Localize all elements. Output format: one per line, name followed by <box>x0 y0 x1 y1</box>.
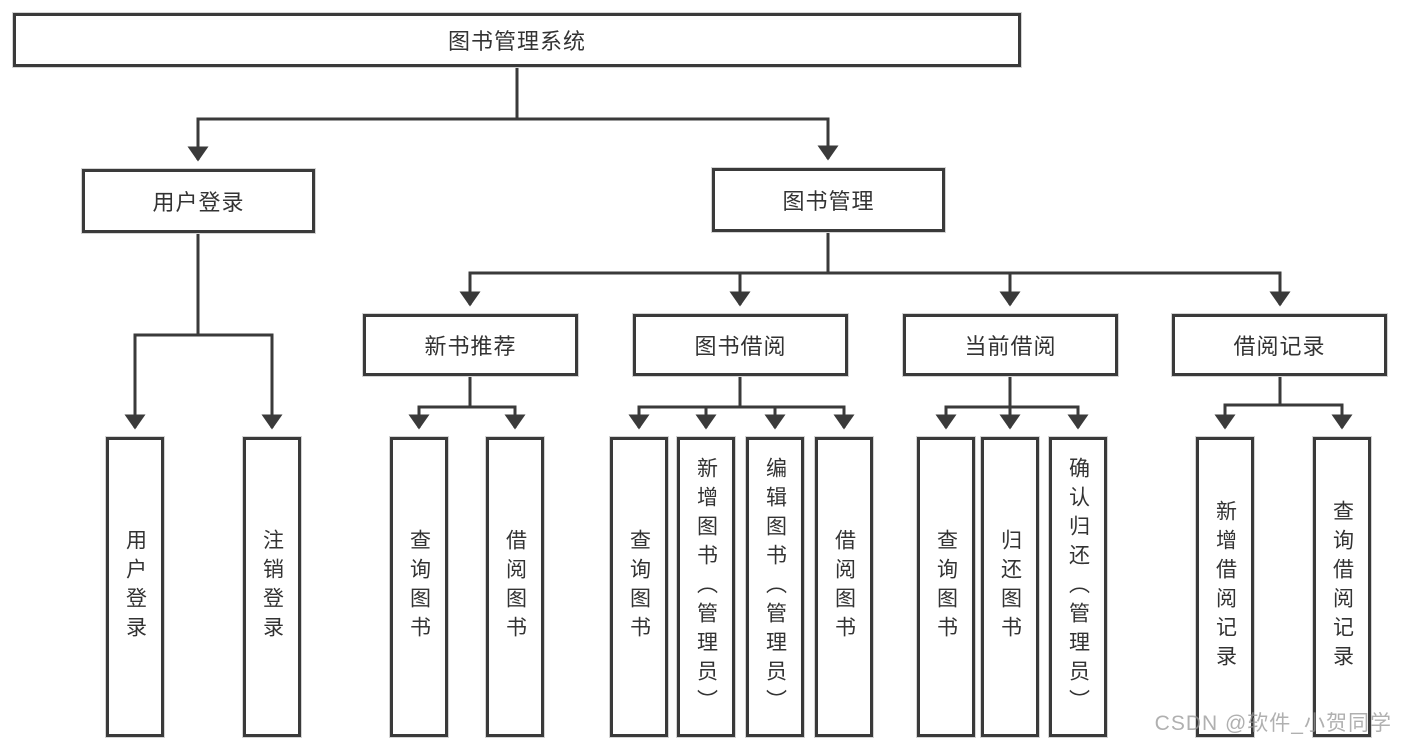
leaf-bb-borrow-books: 借阅图书 <box>815 437 873 737</box>
node-label: 编辑图书（管理员） <box>763 456 787 718</box>
node-new-book-recommend: 新书推荐 <box>363 314 578 376</box>
node-label: 注销登录 <box>260 529 284 645</box>
node-label: 查询图书 <box>934 529 958 645</box>
leaf-logout: 注销登录 <box>243 437 301 737</box>
leaf-br-query-record: 查询借阅记录 <box>1313 437 1371 737</box>
leaf-bb-query-books: 查询图书 <box>610 437 668 737</box>
node-label: 图书管理系统 <box>447 29 586 54</box>
leaf-nbr-borrow-books: 借阅图书 <box>486 437 544 737</box>
leaf-br-add-record: 新增借阅记录 <box>1196 437 1254 737</box>
node-book-borrow: 图书借阅 <box>633 314 848 376</box>
node-label: 新增图书（管理员） <box>694 456 718 718</box>
node-label: 查询借阅记录 <box>1330 500 1354 674</box>
node-label: 借阅记录 <box>1233 334 1326 359</box>
node-label: 借阅图书 <box>503 529 527 645</box>
node-label: 图书管理 <box>782 189 875 214</box>
node-label: 借阅图书 <box>832 529 856 645</box>
node-label: 当前借阅 <box>964 334 1057 359</box>
node-book-management: 图书管理 <box>712 168 945 232</box>
node-current-borrow: 当前借阅 <box>903 314 1118 376</box>
node-label: 用户登录 <box>123 529 147 645</box>
leaf-cb-confirm-return-admin: 确认归还（管理员） <box>1049 437 1107 737</box>
csdn-watermark: CSDN @软件_小贺同学 <box>1154 712 1392 735</box>
leaf-nbr-query-books: 查询图书 <box>390 437 448 737</box>
node-label: 新书推荐 <box>424 334 517 359</box>
node-label: 新增借阅记录 <box>1213 500 1237 674</box>
leaf-cb-return-books: 归还图书 <box>981 437 1039 737</box>
node-label: 查询图书 <box>627 529 651 645</box>
node-label: 图书借阅 <box>694 334 787 359</box>
leaf-cb-query-books: 查询图书 <box>917 437 975 737</box>
node-label: 用户登录 <box>152 190 245 215</box>
leaf-bb-add-book-admin: 新增图书（管理员） <box>677 437 735 737</box>
node-label: 确认归还（管理员） <box>1066 456 1090 718</box>
node-borrow-record: 借阅记录 <box>1172 314 1387 376</box>
node-label: 归还图书 <box>998 529 1022 645</box>
node-library-system: 图书管理系统 <box>13 13 1021 67</box>
leaf-bb-edit-book-admin: 编辑图书（管理员） <box>746 437 804 737</box>
node-label: 查询图书 <box>407 529 431 645</box>
leaf-user-login: 用户登录 <box>106 437 164 737</box>
node-user-login: 用户登录 <box>82 169 315 233</box>
